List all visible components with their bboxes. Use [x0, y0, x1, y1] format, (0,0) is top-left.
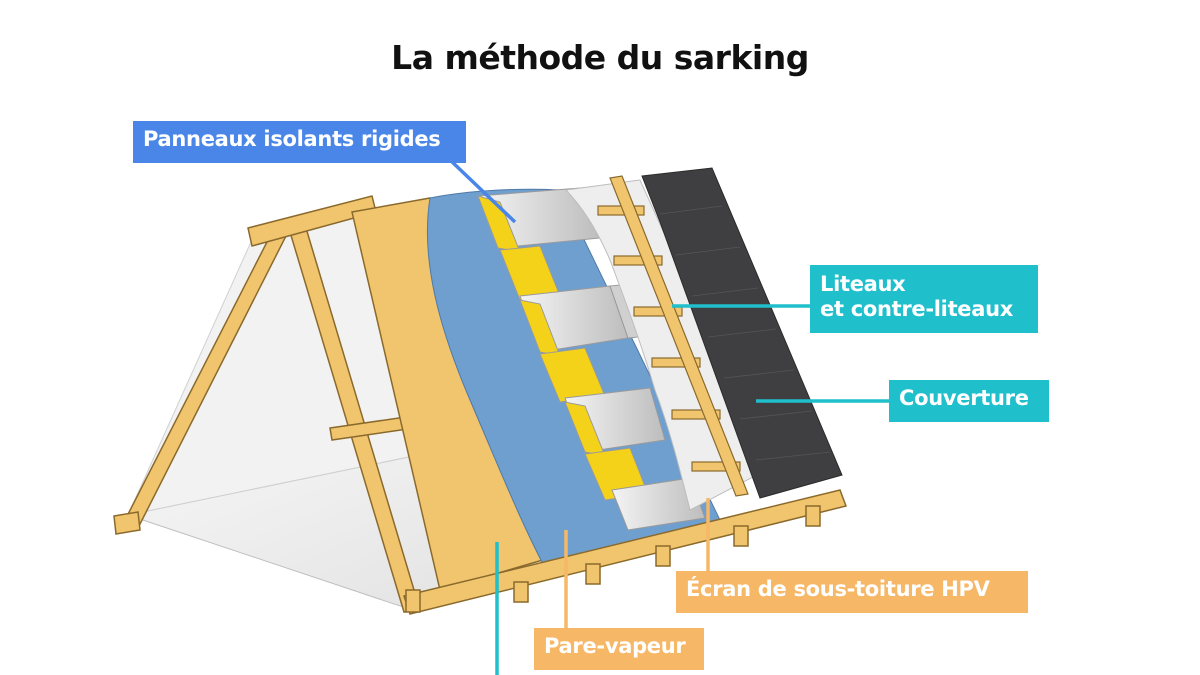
label-panneaux-isolants: Panneaux isolants rigides — [133, 121, 466, 163]
bottom-beam — [403, 489, 847, 615]
counter-batten — [609, 175, 749, 497]
roof-tile-grid — [659, 205, 831, 461]
label-pare-vapeur: Pare-vapeur — [534, 628, 704, 670]
label-liteaux-line1: Liteaux — [820, 272, 906, 296]
page-title: La méthode du sarking — [391, 38, 809, 77]
battens — [597, 205, 741, 472]
label-liteaux: Liteaux et contre-liteaux — [810, 265, 1038, 333]
label-ecran-sous-toiture: Écran de sous-toiture HPV — [676, 571, 1028, 613]
label-liteaux-line2: et contre-liteaux — [820, 297, 1014, 321]
label-couverture: Couverture — [889, 380, 1049, 422]
leader-lines — [446, 156, 890, 675]
leader-panneaux — [446, 156, 517, 224]
